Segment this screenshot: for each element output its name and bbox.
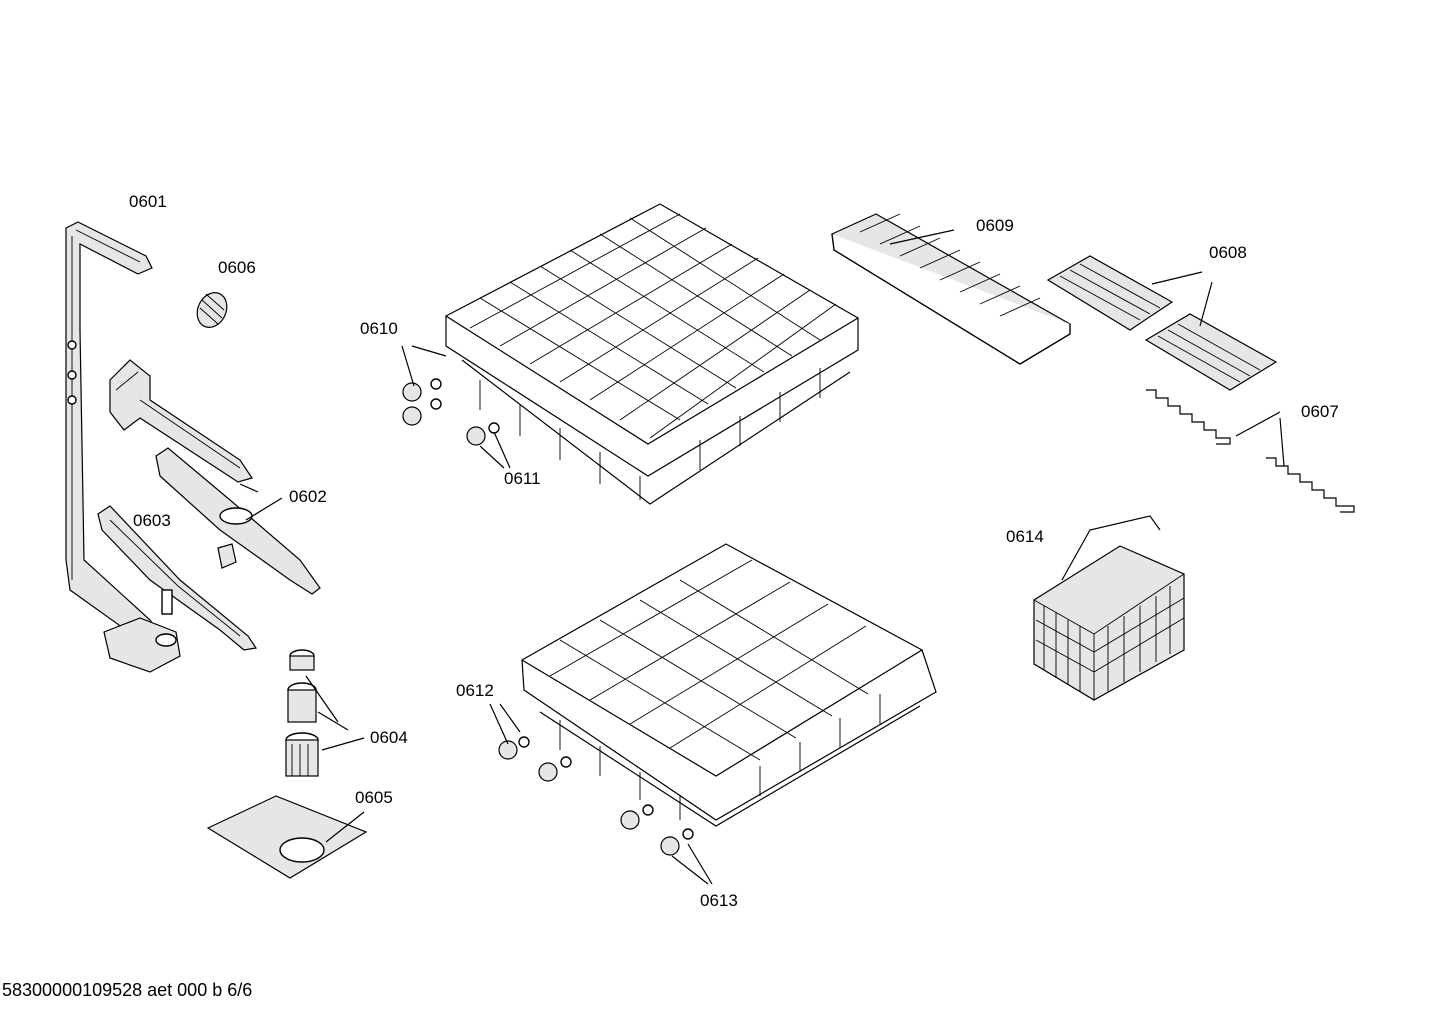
part-lower-basket — [520, 543, 937, 827]
label-0610: 0610 — [360, 319, 398, 338]
label-0608: 0608 — [1209, 243, 1247, 262]
document-id: 58300000109528 aet 000 b 6/6 — [2, 980, 253, 1000]
part-0611-upper-wheels — [466, 422, 500, 446]
part-0608-tine-racks — [1046, 255, 1278, 391]
part-upper-spray-arm — [109, 359, 253, 483]
label-0601: 0601 — [129, 192, 167, 211]
label-0602: 0602 — [289, 487, 327, 506]
label-0607: 0607 — [1301, 402, 1339, 421]
part-0607-clip-strips — [1146, 389, 1355, 513]
part-0603-lower-spray-arm — [97, 505, 258, 651]
label-0605: 0605 — [355, 788, 393, 807]
label-0604: 0604 — [370, 728, 408, 747]
label-0612: 0612 — [456, 681, 494, 700]
leader-lines — [239, 229, 1285, 885]
part-upper-basket — [444, 203, 860, 505]
label-0611: 0611 — [504, 469, 541, 488]
part-0606-vent-cap — [196, 292, 228, 328]
label-0606: 0606 — [218, 258, 256, 277]
part-0604-filters — [285, 649, 319, 777]
part-0601-supply-pipe — [65, 221, 181, 673]
part-0609-cup-shelf — [830, 213, 1072, 365]
part-0613-lower-wheels — [620, 804, 694, 856]
part-0610-upper-rollers — [402, 378, 442, 426]
label-0603: 0603 — [133, 511, 171, 530]
part-0605-sieve-plate — [206, 795, 368, 879]
label-0613: 0613 — [700, 891, 738, 910]
part-0612-lower-wheels — [498, 736, 572, 782]
label-0609: 0609 — [976, 216, 1014, 235]
label-0614: 0614 — [1006, 527, 1044, 546]
part-0602-spray-arm — [155, 447, 321, 595]
part-0614-cutlery-basket — [1033, 515, 1185, 701]
